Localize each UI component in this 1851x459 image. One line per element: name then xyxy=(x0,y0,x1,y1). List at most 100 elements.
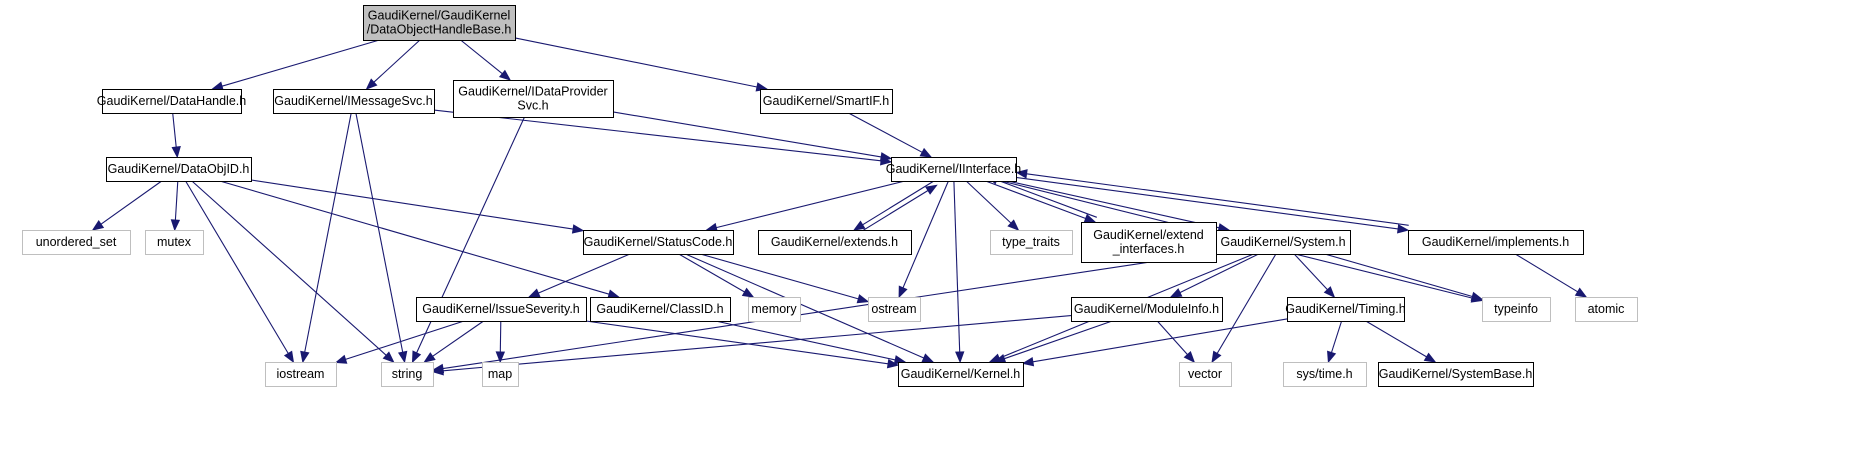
arrowhead-idataprovidersvc-to-iinterface xyxy=(879,152,893,162)
node-box-classid xyxy=(590,297,731,322)
edge-statuscode-to-kernel xyxy=(685,253,925,359)
node-imessagesvc[interactable]: GaudiKernel/IMessageSvc.h xyxy=(273,89,435,114)
arrowhead-root-to-imessagesvc xyxy=(365,78,378,90)
arrowhead-timing-to-kernel xyxy=(1021,356,1035,367)
edges-layer xyxy=(91,37,1588,376)
edge-dataobjid-to-mutex xyxy=(174,180,179,221)
arrowhead-statuscode-to-ostream xyxy=(856,294,870,304)
arrowhead-timing-to-systime xyxy=(1327,350,1337,364)
edge-system-to-typeinfo xyxy=(1324,253,1473,298)
arrowhead-extends-to-iinterface xyxy=(925,184,938,195)
edge-root-to-datahandle xyxy=(221,39,380,87)
node-box-root xyxy=(363,5,516,41)
node-system[interactable]: GaudiKernel/System.h xyxy=(1216,230,1351,255)
node-label-issueseverity: GaudiKernel/IssueSeverity.h xyxy=(422,302,580,316)
node-label-root: GaudiKernel/GaudiKernel xyxy=(368,9,510,23)
node-memory: memory xyxy=(748,297,801,322)
edge-dataobjid-to-statuscode xyxy=(250,179,574,230)
node-kernel[interactable]: GaudiKernel/Kernel.h xyxy=(898,362,1024,387)
node-implements[interactable]: GaudiKernel/implements.h xyxy=(1408,230,1584,255)
arrowhead-dataobjid-to-string xyxy=(382,351,395,363)
edge-issueseverity-to-map xyxy=(499,320,502,353)
node-label-typeinfo: typeinfo xyxy=(1494,302,1538,316)
node-systime: sys/time.h xyxy=(1283,362,1367,387)
arrowhead-root-to-idataprovidersvc xyxy=(498,69,512,81)
edge-issueseverity-to-string xyxy=(432,320,484,357)
edge-smartif-to-iinterface xyxy=(848,112,923,153)
node-box-ostream xyxy=(868,297,921,322)
edge-issueseverity-to-kernel xyxy=(585,320,889,365)
edge-system-to-string xyxy=(442,251,1217,370)
node-box-extend_interfaces xyxy=(1081,222,1217,263)
edge-statuscode-to-memory xyxy=(678,253,745,293)
edge-dataobjid-to-iostream xyxy=(185,180,289,354)
node-timing[interactable]: GaudiKernel/Timing.h xyxy=(1285,297,1406,322)
node-box-moduleinfo xyxy=(1071,297,1223,322)
node-box-iostream xyxy=(265,362,337,387)
arrowhead-root-to-datahandle xyxy=(211,81,224,91)
node-label-extend_interfaces: GaudiKernel/extend xyxy=(1093,228,1204,242)
node-unordered_set: unordered_set xyxy=(22,230,131,255)
node-box-implements xyxy=(1408,230,1584,255)
edge-iinterface-to-implements xyxy=(1015,176,1399,230)
node-label-moduleinfo: GaudiKernel/ModuleInfo.h xyxy=(1074,302,1219,316)
arrowhead-issueseverity-to-kernel xyxy=(886,358,900,369)
edge-extends-to-iinterface xyxy=(856,190,929,235)
node-box-iinterface xyxy=(891,157,1017,182)
node-box-vector xyxy=(1179,362,1232,387)
edge-dataobjid-to-classid xyxy=(219,180,610,295)
node-label-datahandle: GaudiKernel/DataHandle.h xyxy=(97,94,246,108)
node-label-imessagesvc: GaudiKernel/IMessageSvc.h xyxy=(274,94,432,108)
arrowhead-iinterface-to-extends xyxy=(852,220,866,231)
node-label-vector: vector xyxy=(1188,367,1222,381)
arrowhead-imessagesvc-to-iostream xyxy=(300,350,310,364)
arrowhead-issueseverity-to-map xyxy=(495,351,506,364)
edge-statuscode-to-ostream xyxy=(700,253,859,300)
edge-idataprovidersvc-to-string xyxy=(416,116,526,354)
node-issueseverity[interactable]: GaudiKernel/IssueSeverity.h xyxy=(416,297,587,322)
node-smartif[interactable]: GaudiKernel/SmartIF.h xyxy=(760,89,893,114)
edge-imessagesvc-to-string xyxy=(355,112,404,353)
node-label-unordered_set: unordered_set xyxy=(36,235,117,249)
node-systembase[interactable]: GaudiKernel/SystemBase.h xyxy=(1378,362,1534,387)
node-mutex: mutex xyxy=(145,230,204,255)
edge-iinterface-to-type_traits xyxy=(965,180,1012,224)
node-label-timing: GaudiKernel/Timing.h xyxy=(1285,302,1405,316)
arrowhead-iinterface-to-type_traits xyxy=(1007,219,1020,231)
arrowhead-smartif-to-iinterface xyxy=(919,147,933,158)
node-extend_interfaces[interactable]: GaudiKernel/extend_interfaces.h xyxy=(1081,222,1217,263)
node-vector: vector xyxy=(1179,362,1232,387)
node-datahandle[interactable]: GaudiKernel/DataHandle.h xyxy=(97,89,246,114)
arrowhead-statuscode-to-kernel xyxy=(921,353,935,363)
node-iinterface[interactable]: GaudiKernel/IInterface.h xyxy=(886,157,1022,182)
node-label-smartif: GaudiKernel/SmartIF.h xyxy=(763,94,889,108)
arrowhead-system-to-vector xyxy=(1211,350,1222,364)
node-box-atomic xyxy=(1575,297,1638,322)
arrowhead-statuscode-to-memory xyxy=(741,287,755,298)
node-label-idataprovidersvc: Svc.h xyxy=(517,99,548,113)
edge-dataobjid-to-string xyxy=(191,180,387,356)
edge-timing-to-systime xyxy=(1330,320,1343,353)
node-box-statuscode xyxy=(583,230,734,255)
arrowhead-idataprovidersvc-to-string xyxy=(411,350,422,364)
node-label-memory: memory xyxy=(751,302,797,316)
node-statuscode[interactable]: GaudiKernel/StatusCode.h xyxy=(583,230,734,255)
node-label-string: string xyxy=(392,367,423,381)
edge-root-to-idataprovidersvc xyxy=(460,39,503,75)
edge-root-to-imessagesvc xyxy=(373,39,421,83)
arrowhead-iinterface-to-ostream xyxy=(898,285,908,299)
node-ostream: ostream xyxy=(868,297,921,322)
node-label-root: /DataObjectHandleBase.h xyxy=(367,23,512,37)
node-box-imessagesvc xyxy=(273,89,435,114)
node-label-ostream: ostream xyxy=(871,302,916,316)
node-root[interactable]: GaudiKernel/GaudiKernel/DataObjectHandle… xyxy=(363,5,516,41)
node-extends[interactable]: GaudiKernel/extends.h xyxy=(758,230,912,255)
node-moduleinfo[interactable]: GaudiKernel/ModuleInfo.h xyxy=(1071,297,1223,322)
arrowhead-iinterface-to-implements xyxy=(1397,224,1410,234)
node-dataobjid[interactable]: GaudiKernel/DataObjID.h xyxy=(106,157,252,182)
node-box-mutex xyxy=(145,230,204,255)
node-classid[interactable]: GaudiKernel/ClassID.h xyxy=(590,297,731,322)
node-label-atomic: atomic xyxy=(1588,302,1625,316)
